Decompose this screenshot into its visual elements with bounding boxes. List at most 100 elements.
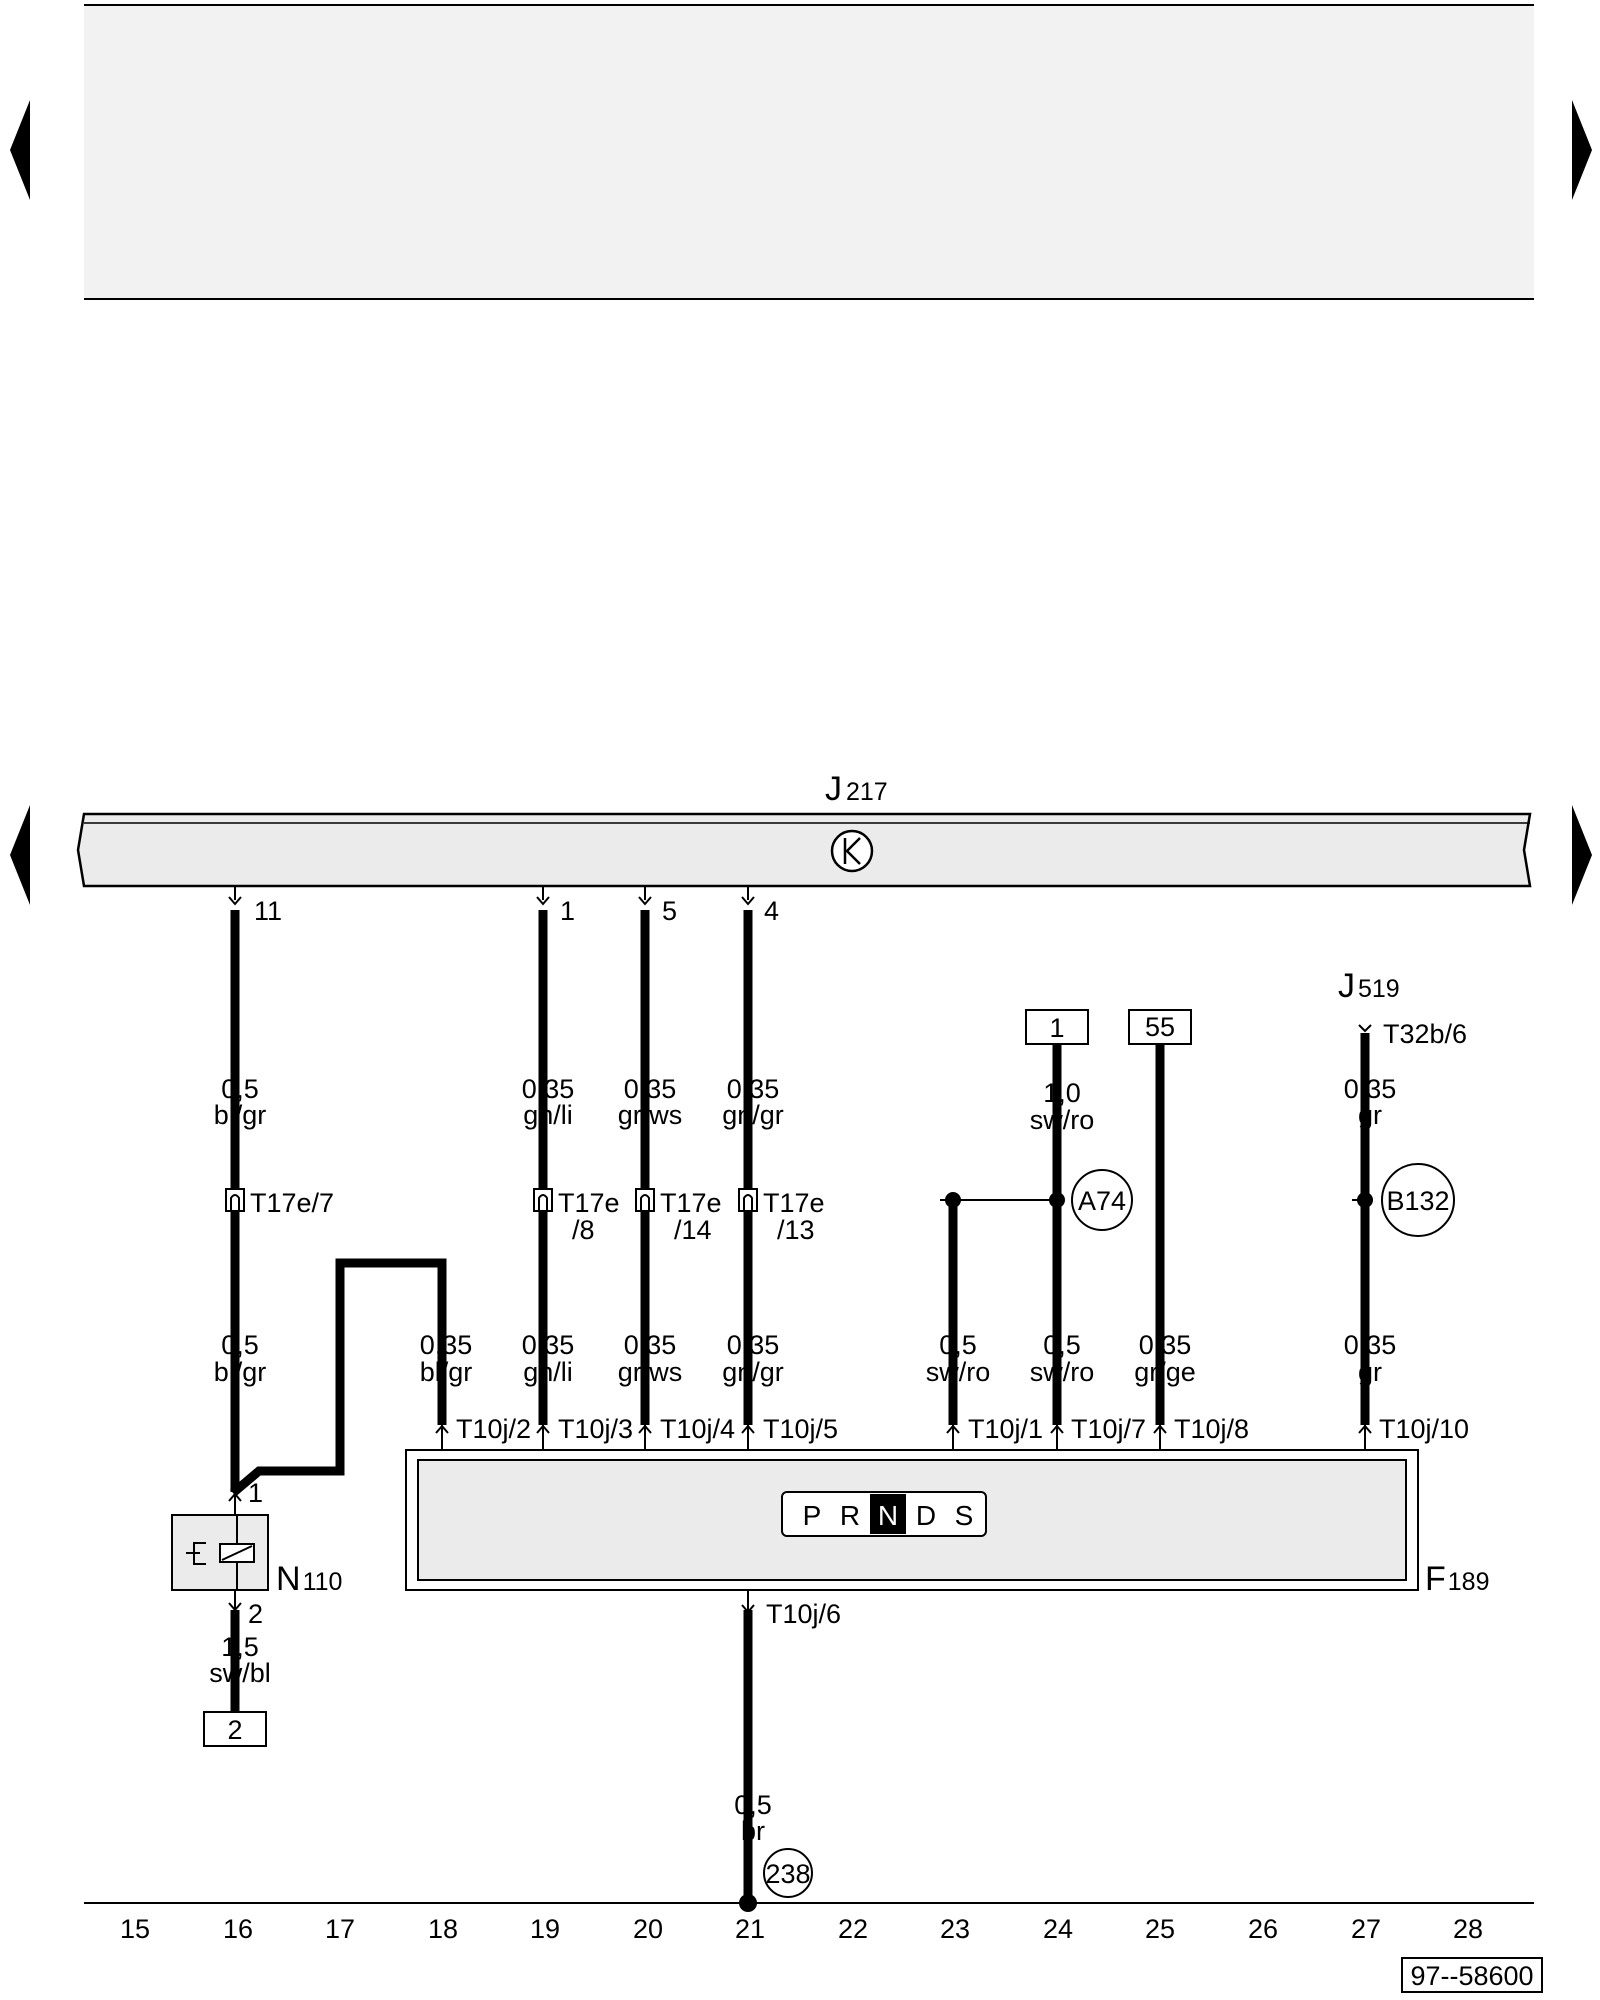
control-unit-pin: 4	[764, 896, 779, 926]
wire-color-label: bl/gr	[214, 1357, 267, 1387]
selector-pin-label: T10j/8	[1174, 1414, 1249, 1444]
wire-color-label: bl/gr	[214, 1100, 267, 1130]
selector-bottom-pin-label: T10j/6	[766, 1599, 841, 1629]
gear-letter-r: R	[840, 1500, 860, 1531]
wire-gauge-label: 0,5	[1043, 1330, 1081, 1360]
wire-n110-to-f189	[230, 1258, 447, 1497]
wire-gauge-label: 0,35	[1344, 1330, 1397, 1360]
next-page-top-arrow[interactable]	[1572, 100, 1592, 200]
wire-color-label: gr	[1358, 1357, 1382, 1387]
b132-splice-dot	[1357, 1192, 1373, 1208]
grid-number: 17	[325, 1914, 355, 1944]
control-unit-pin: 1	[560, 896, 575, 926]
grid-number: 24	[1043, 1914, 1073, 1944]
ref-box-2-label: 2	[227, 1715, 242, 1745]
wire-color-label: br	[741, 1816, 765, 1846]
connector-icon	[225, 1188, 758, 1212]
wire-gauge-label: 0,35	[522, 1074, 575, 1104]
grid-number: 22	[838, 1914, 868, 1944]
junction-b132	[1381, 1163, 1455, 1237]
control-unit-pin: 11	[254, 896, 282, 926]
doc-id: 97--58600	[1410, 1961, 1533, 1991]
grid-number: 21	[735, 1914, 765, 1944]
ref-box-1-label: 1	[1049, 1013, 1064, 1043]
gear-letter-s: S	[955, 1500, 974, 1531]
grid-number: 18	[428, 1914, 458, 1944]
selector-module-label: F189	[1425, 1560, 1490, 1598]
wire-color-label: sw/bl	[209, 1658, 271, 1688]
wire-gauge-label: 0,5	[221, 1074, 259, 1104]
grid-number: 19	[530, 1914, 560, 1944]
grid-number: 25	[1145, 1914, 1175, 1944]
selector-pin-label: T10j/2	[456, 1414, 531, 1444]
j519-connector-arrow	[1358, 1024, 1372, 1033]
connector-label: T17e/7	[250, 1188, 334, 1218]
wire-color-label: sw/ro	[926, 1357, 991, 1387]
wire-color-label: gn/li	[523, 1357, 573, 1387]
selector-pin-label: T10j/1	[968, 1414, 1043, 1444]
connector-label: /14	[674, 1215, 712, 1245]
wire-gauge-label: 0,5	[221, 1330, 259, 1360]
wire-color-label: gr	[1358, 1100, 1382, 1130]
wire-gauge-label: 0,35	[624, 1074, 677, 1104]
gear-indicator	[781, 1491, 987, 1537]
control-unit-pin: 5	[662, 896, 677, 926]
junction-238-label: 238	[765, 1859, 810, 1889]
wire-gauge-label: 0,35	[420, 1330, 473, 1360]
ref-box-1	[1025, 1009, 1089, 1045]
j519-connector-label: T32b/6	[1383, 1019, 1467, 1049]
wire-color-label: sw/ro	[1030, 1105, 1095, 1135]
grid-number: 26	[1248, 1914, 1278, 1944]
wire-gauge-label: 1,5	[221, 1632, 259, 1662]
grid-number: 15	[120, 1914, 150, 1944]
wire-gauge-label: 0,35	[522, 1330, 575, 1360]
next-page-bottom-arrow[interactable]	[1572, 805, 1592, 905]
solenoid-coil-icon	[186, 1515, 255, 1590]
connector-label: /13	[777, 1215, 815, 1245]
connector-label: T17e	[763, 1188, 825, 1218]
doc-id-box	[1401, 1957, 1543, 1993]
grid-number: 20	[633, 1914, 663, 1944]
wire-gauge-label: 0,35	[1344, 1074, 1397, 1104]
a74-splice-dot	[1049, 1192, 1065, 1208]
control-unit-pin-stubs	[228, 886, 755, 906]
selector-pin-label: T10j/4	[660, 1414, 735, 1444]
k-circle-icon	[830, 829, 874, 873]
n110-pin2-arrow	[228, 1602, 242, 1612]
wire-gauge-label: 0,35	[727, 1330, 780, 1360]
wire-color-label: bl/gr	[420, 1357, 473, 1387]
wire-gauge-label: 0,35	[1139, 1330, 1192, 1360]
ref-box-55-label: 55	[1145, 1012, 1175, 1042]
a74-splice-dot	[945, 1192, 961, 1208]
prev-page-bottom-arrow[interactable]	[10, 805, 30, 905]
wire-color-label: gr/ge	[1134, 1357, 1196, 1387]
connector-label: T17e	[558, 1188, 620, 1218]
ref-box-2	[203, 1711, 267, 1747]
prev-page-top-arrow[interactable]	[10, 100, 30, 200]
junction-a74	[1071, 1169, 1133, 1231]
selector-pin-label: T10j/7	[1071, 1414, 1146, 1444]
wire-gauge-label: 0,35	[727, 1074, 780, 1104]
connector-label: T17e	[660, 1188, 722, 1218]
selector-pin-label: T10j/3	[558, 1414, 633, 1444]
junction-238	[763, 1848, 813, 1898]
grid-number: 28	[1453, 1914, 1483, 1944]
wire-gauge-label: 1,0	[1043, 1078, 1081, 1108]
grid-number: 23	[940, 1914, 970, 1944]
wire-gauge-label: 0,5	[734, 1790, 772, 1820]
wire-color-label: gn/li	[523, 1100, 573, 1130]
gear-letter-p: P	[803, 1500, 822, 1531]
wire-runs	[230, 910, 1370, 1905]
junction-a74-label: A74	[1078, 1186, 1126, 1216]
selector-pin-label: T10j/5	[763, 1414, 838, 1444]
selector-pin-label: T10j/10	[1379, 1414, 1469, 1444]
gear-letter-n-active: N	[878, 1500, 898, 1531]
previous-section-panel	[84, 5, 1534, 299]
wire-color-label: sw/ro	[1030, 1357, 1095, 1387]
connector-label: /8	[572, 1215, 595, 1245]
grid-number: 27	[1351, 1914, 1381, 1944]
control-unit-bar	[76, 812, 1532, 888]
